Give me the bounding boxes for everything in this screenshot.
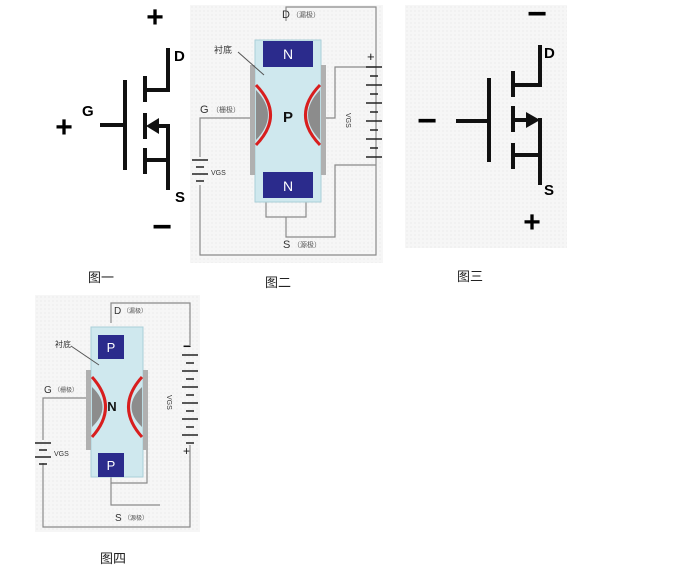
battery-vgs-left	[192, 159, 208, 182]
depletion-left	[90, 375, 107, 439]
battery-minus-sign: −	[183, 338, 191, 354]
region-top-label: N	[283, 46, 293, 62]
gate-label: G	[200, 104, 209, 116]
polarity-minus-bottom: −	[152, 208, 172, 246]
region-bottom	[263, 172, 313, 198]
channel-left	[256, 90, 268, 140]
source-label: S	[115, 513, 122, 524]
source-note: （源极）	[293, 240, 321, 249]
drain-note: （漏极）	[292, 10, 320, 19]
region-mid-label: P	[283, 109, 293, 126]
region-bottom	[98, 453, 124, 477]
symbol-lines	[100, 48, 170, 190]
arrow-out	[526, 112, 540, 128]
substrate-label: 衬底	[55, 339, 71, 349]
depletion-right	[127, 375, 144, 439]
drain-label: D	[544, 45, 555, 62]
region-top	[263, 41, 313, 67]
region-top	[98, 335, 124, 359]
source-label: S	[283, 239, 290, 251]
battery-plus-sign: +	[183, 444, 190, 458]
figure-1: + + − G D S	[45, 0, 195, 250]
vgs-left-label: VGS	[211, 170, 226, 177]
substrate-pointer	[70, 345, 100, 366]
battery-vgs-side	[182, 354, 198, 444]
figure-4: P N P 衬底 D （漏极） G （栅极） S （源极） − + VGS VG…	[35, 295, 200, 532]
source-note: （源极）	[124, 514, 148, 522]
vgs-side-label: VGS	[165, 395, 172, 410]
region-top-label: P	[107, 340, 116, 355]
region-bottom-label: N	[283, 178, 293, 194]
depletion-left	[254, 83, 272, 147]
gate-plate-left	[86, 370, 91, 450]
vgs-left-label: VGS	[54, 451, 69, 458]
battery-vgs-left	[35, 442, 51, 465]
polarity-plus-bottom: +	[523, 206, 541, 239]
depletion-right	[304, 83, 322, 147]
battery-plus-sign: +	[367, 49, 375, 64]
figure-2: N P N 衬底 D （漏极） G （栅极） S （源极） + VGS VGS	[190, 5, 383, 263]
vgs-side-label: VGS	[344, 113, 351, 128]
figure-2-caption: 图二	[265, 276, 292, 291]
polarity-plus-left: +	[55, 111, 73, 144]
pmos-structure: P N P 衬底 D （漏极） G （栅极） S （源极） − + VGS VG…	[35, 302, 198, 528]
figure-4-caption: 图四	[100, 552, 127, 567]
polarity-plus-top: +	[146, 1, 164, 34]
gate-note: （栅极）	[212, 105, 240, 114]
substrate-label: 衬底	[214, 44, 232, 55]
figure-3-caption: 图三	[457, 270, 484, 285]
gate-plate-left	[250, 65, 255, 175]
polarity-minus-left: −	[417, 102, 437, 140]
drain-note: （漏极）	[123, 307, 147, 315]
drain-label: D	[282, 9, 290, 21]
battery-vgs-side	[366, 66, 382, 158]
source-label: S	[544, 182, 554, 199]
nmos-symbol: + + − G D S	[55, 1, 185, 246]
symbol-lines	[456, 45, 542, 185]
source-label: S	[175, 189, 185, 206]
gate-plate-right	[143, 370, 148, 450]
substrate-pointer	[237, 51, 265, 76]
pmos-symbol: − − + D S	[417, 0, 555, 239]
gate-note: （栅极）	[54, 386, 78, 394]
gate-label: G	[44, 385, 52, 396]
figure-3: − − + D S	[405, 0, 567, 248]
nmos-structure: N P N 衬底 D （漏极） G （栅极） S （源极） + VGS VGS	[192, 6, 382, 256]
channel-left	[92, 387, 103, 427]
figure-1-caption: 图一	[88, 271, 115, 286]
region-mid-label: N	[107, 399, 116, 414]
arrow-in	[146, 118, 159, 134]
region-bottom-label: P	[107, 458, 116, 473]
channel-right	[308, 90, 320, 140]
gate-label: G	[82, 103, 94, 120]
gate-plate-right	[321, 65, 326, 175]
wires	[199, 6, 377, 256]
channel-right	[131, 387, 142, 427]
drain-label: D	[114, 306, 121, 317]
polarity-minus-top: −	[527, 5, 547, 33]
drain-label: D	[174, 48, 185, 65]
